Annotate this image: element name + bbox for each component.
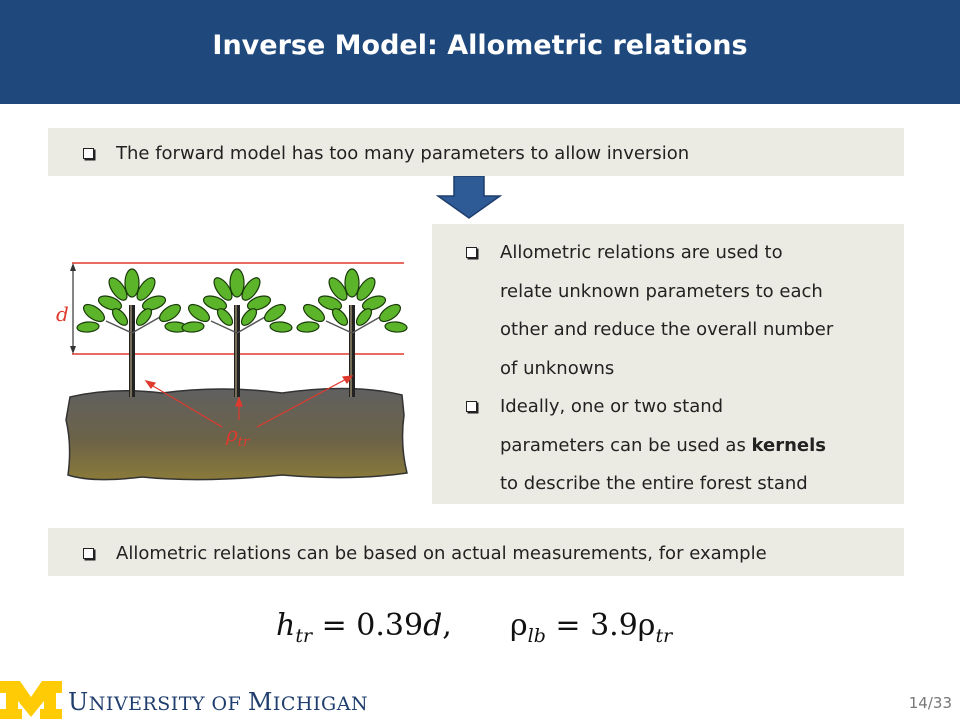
eq-rho: ρ [510,608,528,643]
slide-header [0,0,960,104]
eq-rho-rhs: = 3.9ρ [545,608,656,643]
checkbox-bullet-icon [83,148,94,159]
checkbox-bullet-icon [83,548,94,559]
bullet-line: to describe the entire forest stand [500,473,808,494]
rho-label: ρ [225,422,238,446]
eq-h-rhs: = 0.39 [312,608,424,643]
bullet-line: parameters can be used as [500,434,752,456]
kernels-bold: kernels [751,434,827,456]
bottom-bullet-text: Allometric relations can be based on act… [116,543,767,564]
eq-rho-sub2: tr [655,625,673,647]
wordmark-ichigan: ICHIGAN [272,693,369,715]
university-wordmark: UNIVERSITY OF MICHIGAN [68,688,368,716]
bullet-line: of unknowns [500,357,615,379]
d-label: d [56,302,69,326]
bullet-line: Ideally, one or two stand [500,396,724,417]
eq-h: h [276,608,296,643]
bottom-bullet-box: Allometric relations can be based on act… [48,528,904,576]
down-arrow-icon [436,176,502,219]
bullet-line: Allometric relations are used to [500,242,783,263]
wordmark-u: U [68,688,89,716]
block-m-logo-icon [0,681,62,719]
top-bullet-text: The forward model has too many parameter… [116,143,690,164]
svg-text:ρtr: ρtr [225,422,250,450]
wordmark-niversity: NIVERSITY OF [88,693,248,715]
forest-stand-illustration: d ρtr [56,262,409,481]
eq-comma: , [442,608,452,643]
slide-title: Inverse Model: Allometric relations [212,30,748,61]
checkbox-bullet-icon [466,247,477,258]
eq-d: d [423,608,443,643]
eq-h-sub: tr [295,625,313,647]
rho-sub-label: tr [238,435,250,450]
bullet-line: other and reduce the overall number [500,319,834,340]
top-bullet-box: The forward model has too many parameter… [48,128,904,176]
page-number: 14/33 [908,694,952,712]
wordmark-m: M [247,688,273,716]
right-bullet-box: Allometric relations are used to relate … [432,224,904,504]
bullet-line: relate unknown parameters to each [500,280,823,302]
eq-rho-sub: lb [527,625,546,647]
checkbox-bullet-icon [466,401,477,412]
